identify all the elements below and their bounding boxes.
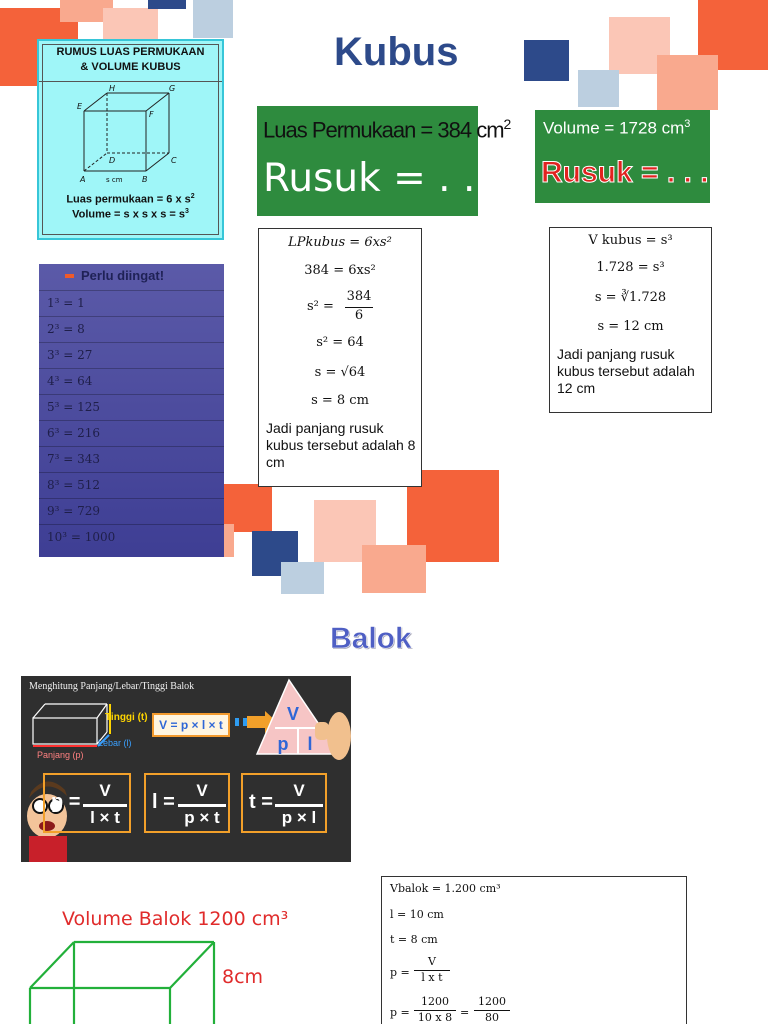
calc-step: s = 8 cm — [311, 393, 369, 408]
vertex-c-label: C — [171, 156, 177, 165]
balok-title: Balok — [330, 622, 412, 656]
volume-calculation: V kubus = s³ 1.728 = s³ s = ∛1.728 s = 1… — [549, 227, 712, 413]
luas-conclusion: Jadi panjang rusuk kubus tersebut adalah… — [266, 420, 416, 470]
calc-step-fraction: s² = 384 6 — [307, 289, 373, 323]
formula-volume: Volume = s x s x s = s3 — [72, 208, 189, 221]
decor-square — [193, 0, 233, 38]
kubus-title: Kubus — [334, 30, 459, 74]
triangle-l: l — [307, 734, 312, 754]
decor-square — [362, 545, 426, 593]
cube-numbers-list: Perlu diingat! 1³ = 1 2³ = 8 3³ = 27 4³ … — [39, 264, 224, 557]
rusuk-unknown: Rusuk = . . . — [263, 156, 501, 201]
list-item: 8³ = 512 — [47, 478, 101, 492]
bullet-icon — [65, 274, 74, 278]
volume-question: Volume = 1728 cm3 — [543, 118, 691, 138]
vertex-a-label: A — [79, 175, 85, 184]
balok-image-heading: Menghitung Panjang/Lebar/Tinggi Balok — [29, 681, 195, 692]
tinggi-label: Tinggi (t) — [105, 712, 148, 723]
cube-diagram: E H G F D C A B s cm — [77, 84, 177, 184]
list-item: 3³ = 27 — [47, 348, 93, 362]
list-item: 5³ = 125 — [47, 400, 101, 414]
panjang-label: Panjang (p) — [37, 750, 84, 760]
list-item: 1³ = 1 — [47, 296, 85, 310]
decor-square — [148, 0, 186, 9]
balok-diagram: V p l — [27, 678, 351, 862]
handwritten-height: 8cm — [222, 966, 264, 988]
cube-card-heading: RUMUS LUAS PERMUKAAN & VOLUME KUBUS — [56, 46, 205, 73]
vertex-b-label: B — [142, 175, 148, 184]
formula-luas-permukaan: Luas permukaan = 6 x s2 — [66, 193, 195, 206]
calc-step: 384 = 6xs² — [304, 263, 376, 278]
decor-square — [524, 40, 569, 81]
cube-formula-card: RUMUS LUAS PERMUKAAN & VOLUME KUBUS E H … — [37, 39, 224, 240]
calc-step: l = 10 cm — [390, 908, 444, 921]
volume-problem: Volume = 1728 cm3 Rusuk = . . . — [535, 110, 710, 203]
calc-step: t = 8 cm — [390, 933, 438, 946]
luas-permukaan-problem: Luas Permukaan = 384 cm2 Rusuk = . . . — [257, 106, 511, 216]
list-item: 10³ = 1000 — [47, 530, 116, 544]
balok-sketch — [28, 940, 216, 1024]
list-item: 2³ = 8 — [47, 322, 85, 336]
rusuk-unknown: Rusuk = . . . — [541, 156, 710, 190]
volume-formula: V = p × l × t — [152, 713, 230, 737]
vertex-d-label: D — [109, 156, 115, 165]
decor-square — [578, 70, 619, 107]
decor-square — [60, 0, 113, 22]
list-item: 4³ = 64 — [47, 374, 93, 388]
decor-square — [657, 55, 718, 110]
perlu-heading: Perlu diingat! — [81, 268, 165, 283]
formula-l: l = V p × t — [144, 773, 230, 833]
calc-step-fraction: p = V l x t — [390, 955, 470, 987]
vertex-h-label: H — [109, 84, 115, 93]
calc-step: s² = 64 — [316, 335, 364, 350]
vertex-e-label: E — [77, 102, 83, 111]
calc-step: V kubus = s³ — [588, 233, 673, 248]
triangle-p: p — [278, 734, 289, 754]
calc-step: 1.728 = s³ — [596, 260, 665, 275]
decor-square — [224, 524, 234, 557]
vertex-f-label: F — [149, 110, 154, 119]
handwritten-volume-title: Volume Balok 1200 cm³ — [62, 908, 289, 930]
calc-step: Vbalok = 1.200 cm³ — [390, 882, 501, 895]
balok-calculation: Vbalok = 1.200 cm³ l = 10 cm t = 8 cm p … — [381, 876, 687, 1024]
volume-conclusion: Jadi panjang rusuk kubus tersebut adalah… — [557, 346, 695, 396]
decor-square — [103, 8, 158, 40]
luas-permukaan-question: Luas Permukaan = 384 cm2 — [263, 116, 511, 143]
formula-p: p = V l × t — [43, 773, 131, 833]
calc-step: s = ∛1.728 — [594, 290, 667, 305]
list-item: 9³ = 729 — [47, 504, 101, 518]
list-item: 7³ = 343 — [47, 452, 101, 466]
vertex-g-label: G — [169, 84, 175, 93]
calc-step: s = 12 cm — [597, 319, 664, 334]
formula-t: t = V p × l — [241, 773, 327, 833]
list-item: 6³ = 216 — [47, 426, 101, 440]
calc-step: s = √64 — [314, 365, 366, 380]
luas-calculation: LPkubus = 6xs² 384 = 6xs² s² = 384 6 s² … — [258, 228, 422, 487]
lebar-label: Lebar (l) — [98, 738, 132, 748]
balok-formula-image: Menghitung Panjang/Lebar/Tinggi Balok V … — [21, 676, 351, 862]
edge-label: s cm — [106, 176, 123, 184]
decor-square — [281, 562, 324, 594]
calc-step-fraction: p = 1200 10 x 8 = 1200 80 — [390, 995, 590, 1024]
calc-step: LPkubus = 6xs² — [288, 235, 392, 250]
triangle-v: V — [287, 704, 299, 724]
